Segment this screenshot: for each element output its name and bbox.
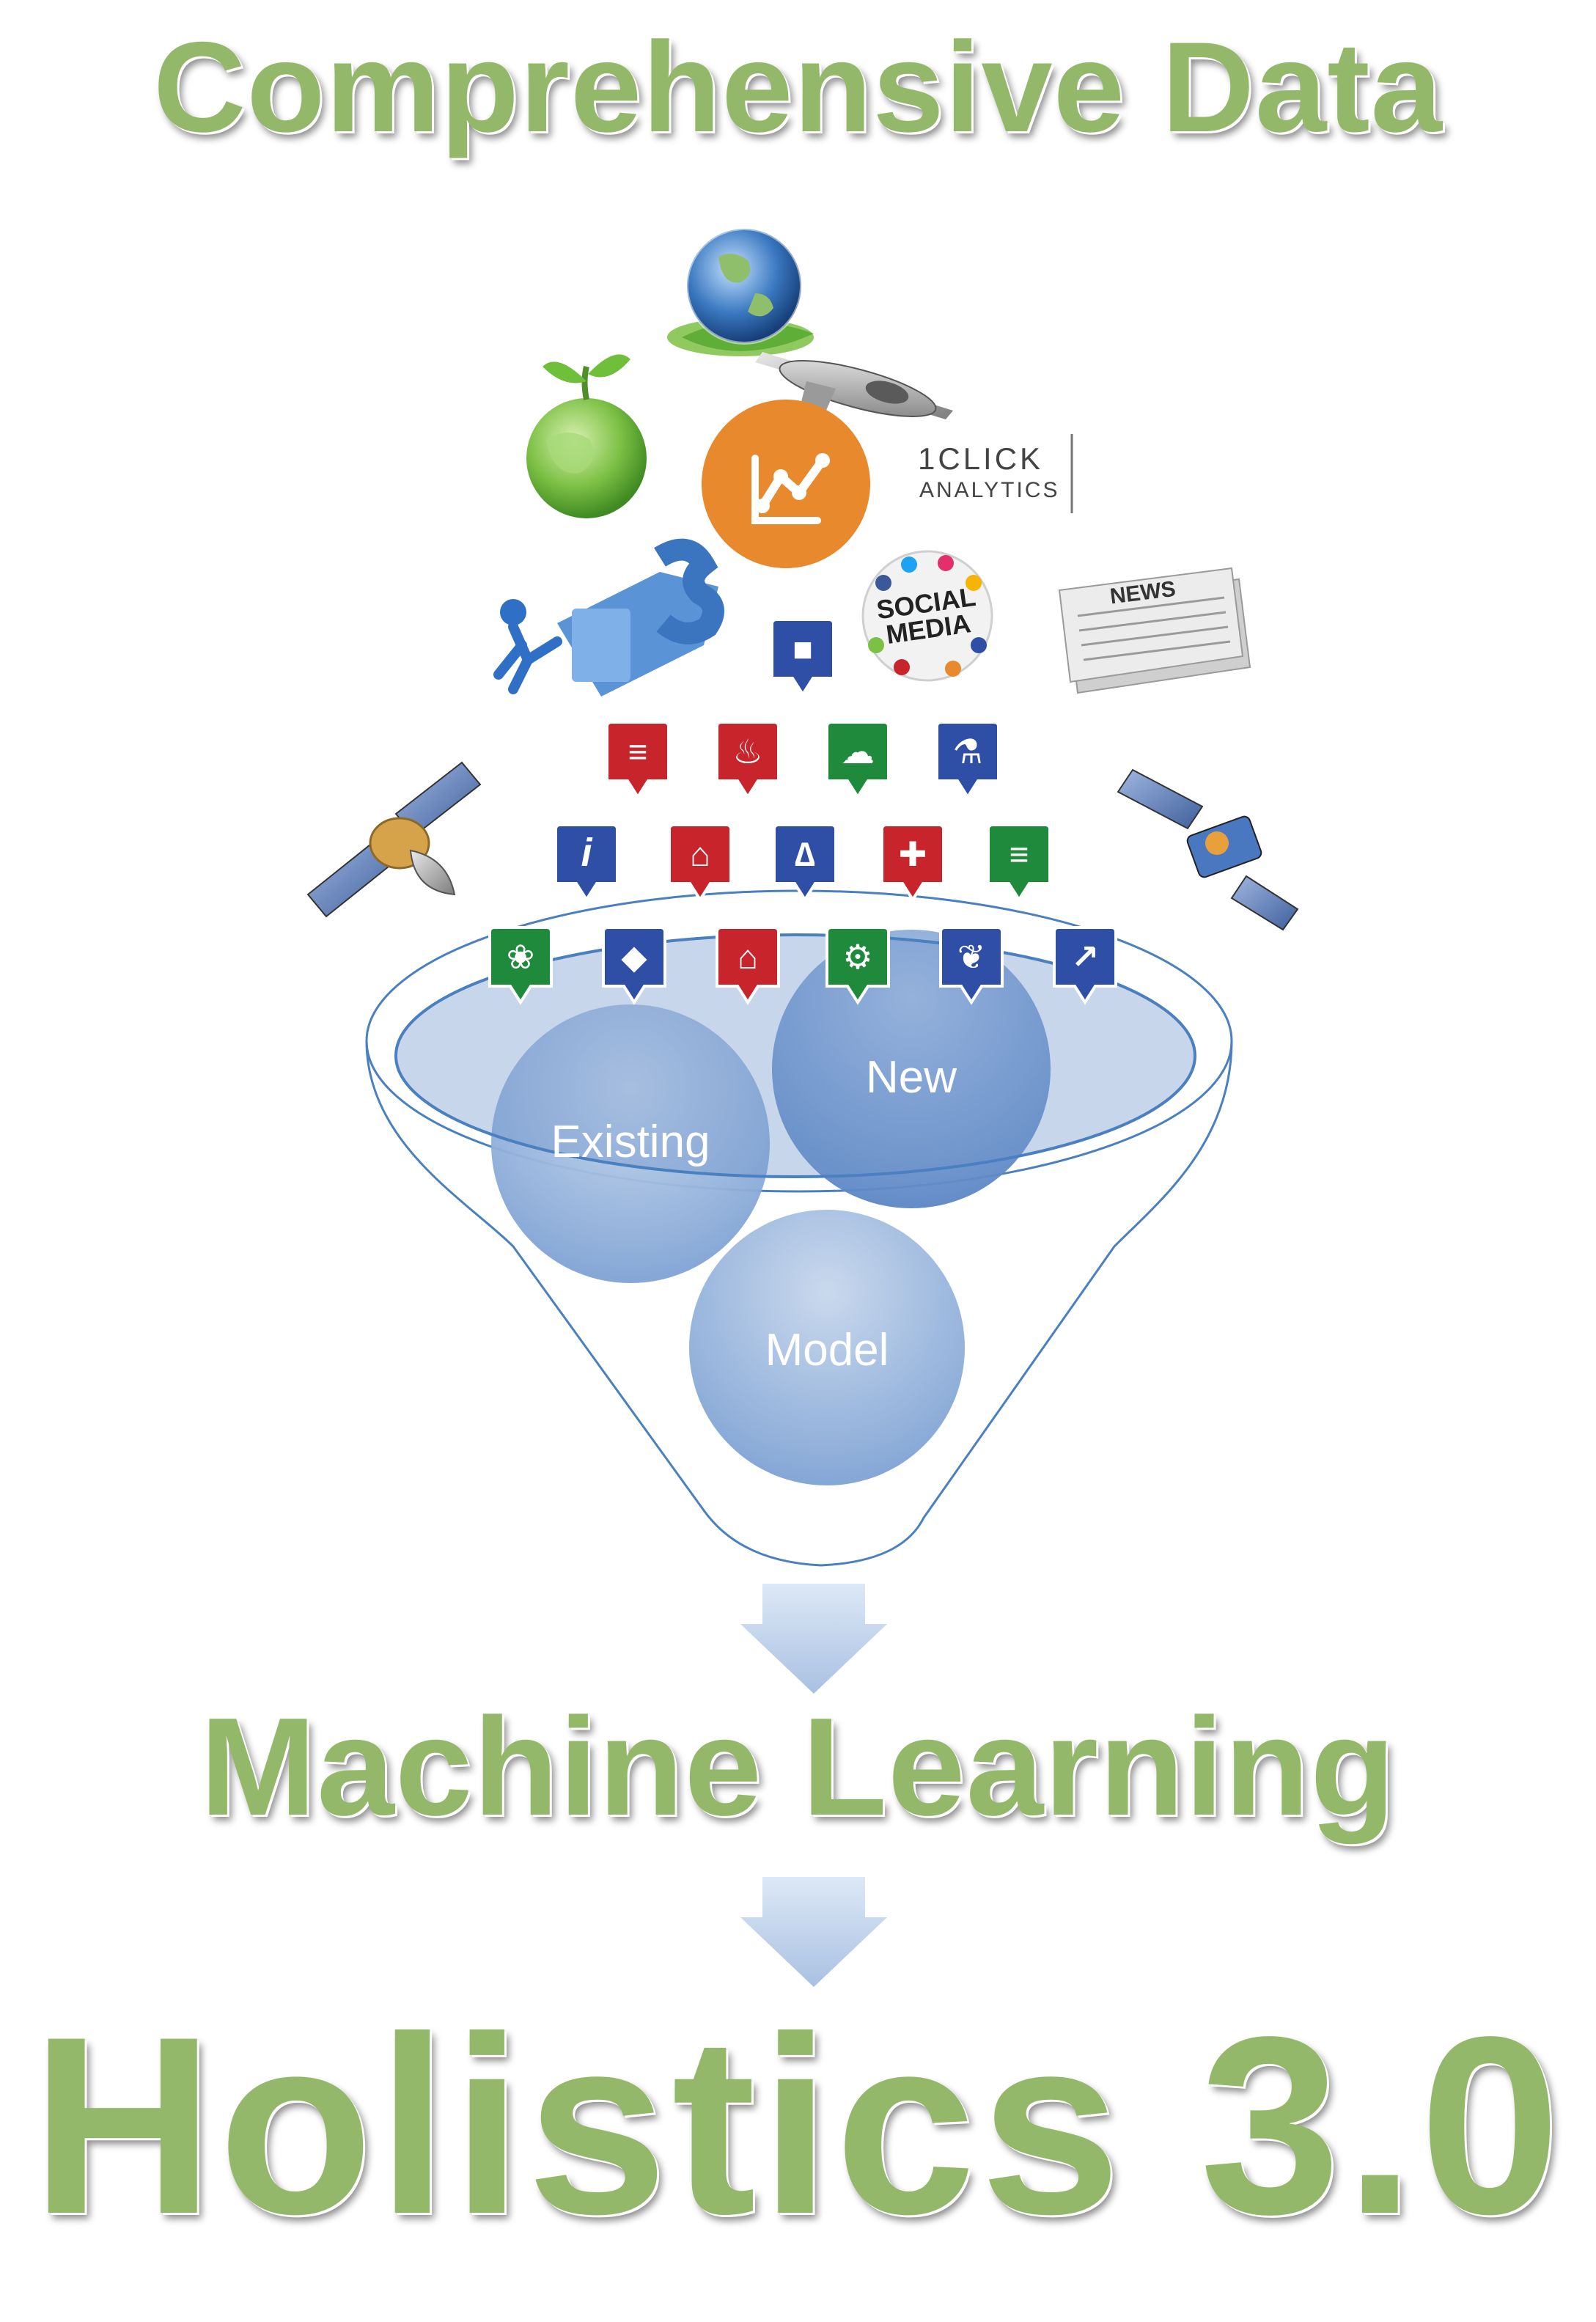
marker-glyph: ⚙ <box>842 938 872 976</box>
info-icon: i <box>554 823 619 903</box>
tornado-icon: ≡ <box>606 721 670 800</box>
video-camera-icon: ■ <box>771 618 835 697</box>
marker-pin <box>987 823 1051 903</box>
fire-icon: ♨ <box>716 721 780 800</box>
circle-new <box>772 930 1051 1208</box>
circle-existing-label: Existing <box>551 1117 710 1167</box>
business-person-dollar-icon <box>493 538 724 697</box>
marker-pin <box>771 618 835 697</box>
title-machine-learning: Machine Learning <box>199 1689 1397 1845</box>
marker-pin <box>602 926 666 1005</box>
marker-pin <box>716 926 780 1005</box>
title-comprehensive-data: Comprehensive Data <box>153 16 1443 159</box>
chart-line-icon: ↗ <box>1053 926 1117 1005</box>
marker-glyph: ◆ <box>621 938 647 976</box>
marker-pin <box>1053 926 1117 1005</box>
newspaper-icon: NEWS <box>1058 567 1251 694</box>
marker-glyph: ❦ <box>957 938 986 976</box>
circle-model <box>689 1210 965 1485</box>
oneclick-logo-line2: ANALYTICS <box>919 478 1060 502</box>
down-arrow-2 <box>740 1877 887 1987</box>
tornado-icon: ≡ <box>987 823 1051 903</box>
down-arrow-1 <box>740 1584 887 1694</box>
marker-pin <box>554 823 619 903</box>
satellite-panels-right-icon <box>1117 768 1299 931</box>
storm-cloud-icon: ☁ <box>825 721 890 800</box>
radio-tower-icon: ∆ <box>773 823 837 903</box>
social-media-globe-icon: SOCIAL MEDIA <box>861 550 993 682</box>
marker-glyph: ❀ <box>507 938 535 976</box>
marker-pin <box>939 926 1004 1005</box>
microscope-icon: ⚗ <box>935 721 1000 800</box>
marker-pin <box>716 721 780 800</box>
marker-glyph: ♨ <box>732 732 762 771</box>
marker-glyph: ≡ <box>628 732 648 771</box>
tag-icon: ◆ <box>602 926 666 1005</box>
marker-glyph: ☁ <box>841 732 875 771</box>
oneclick-analytics-logo: 1CLICK ANALYTICS <box>918 434 1073 513</box>
marker-glyph: ✚ <box>899 835 927 873</box>
marker-glyph: ≡ <box>1010 835 1029 873</box>
marker-pin <box>880 823 945 903</box>
marker-glyph: ⌂ <box>738 938 758 976</box>
farm-tractor-icon: ⚙ <box>825 926 890 1005</box>
marker-pin <box>488 926 553 1005</box>
damaged-building-icon: ⌂ <box>668 823 732 903</box>
marker-pins: ■ ≡ ♨ ☁ ⚗ i ⌂ ∆ ✚ ≡ ❀ ◆ ⌂ ⚙ ❦ ↗ <box>488 618 1117 1005</box>
marker-glyph: ■ <box>793 630 813 668</box>
marker-pin <box>825 721 890 800</box>
marker-pin <box>935 721 1000 800</box>
first-aid-icon: ✚ <box>880 823 945 903</box>
circle-model-label: Model <box>765 1325 889 1375</box>
earth-on-leaf-icon <box>667 227 814 356</box>
funnel-inner-ellipse <box>394 933 1196 1178</box>
marker-glyph: i <box>581 831 592 875</box>
oneclick-logo-line1: 1CLICK <box>918 441 1043 476</box>
green-earth-plant-icon <box>526 354 647 518</box>
satellite-dish-left-icon <box>306 761 482 918</box>
title-holistics: Holistics 3.0 <box>31 1985 1565 2267</box>
marker-glyph: ⌂ <box>690 835 710 873</box>
marker-glyph: ∆ <box>795 835 815 873</box>
twitter-bird-icon: ❦ <box>939 926 1004 1005</box>
marker-pin <box>825 926 890 1005</box>
marker-glyph: ↗ <box>1071 938 1100 976</box>
marker-glyph: ⚗ <box>952 732 982 771</box>
circle-existing <box>491 1004 770 1283</box>
analytics-chart-icon <box>702 400 870 568</box>
flood-house-icon: ⌂ <box>716 926 780 1005</box>
marker-pin <box>606 721 670 800</box>
marker-pin <box>668 823 732 903</box>
marker-pin <box>773 823 837 903</box>
circle-new-label: New <box>866 1052 957 1103</box>
crops-icon: ❀ <box>488 926 553 1005</box>
